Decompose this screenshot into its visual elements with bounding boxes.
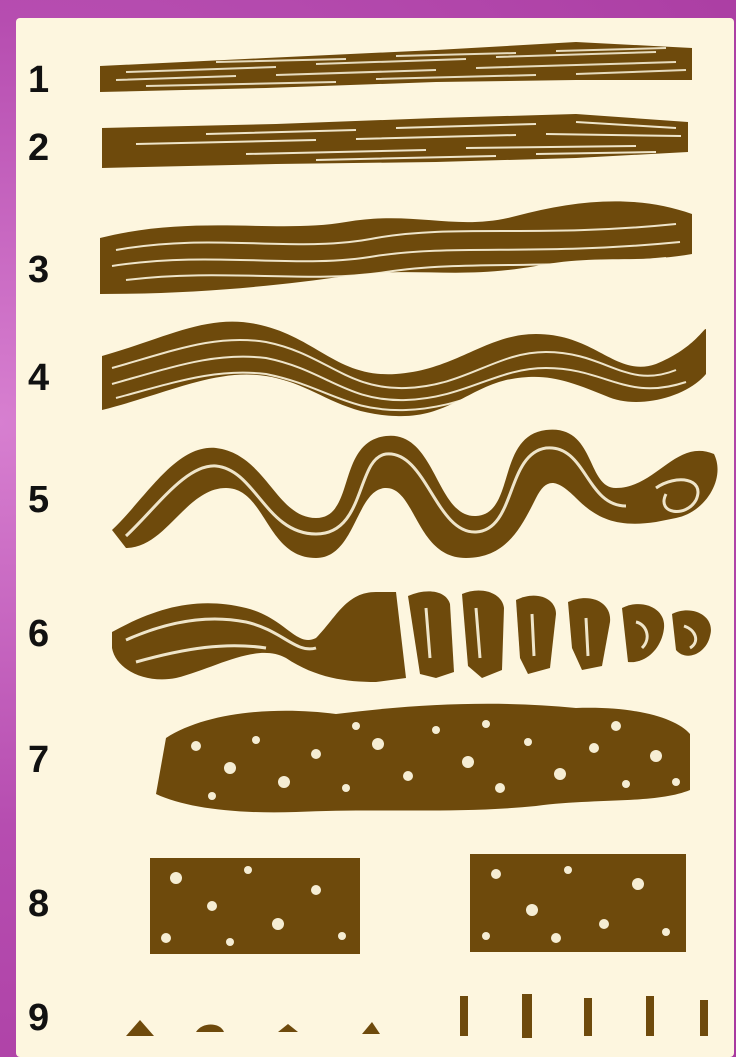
stage-9-piece [700, 1000, 708, 1036]
stage-9-piece [126, 1020, 154, 1036]
stage-9-piece [196, 1025, 224, 1033]
stage-9-piece [460, 996, 468, 1036]
stage-9-piece [522, 994, 532, 1038]
stage-9-piece [362, 1022, 380, 1034]
stage-9-piece [584, 998, 592, 1036]
stage-9-piece [646, 996, 654, 1036]
stage-9-small-pieces [16, 18, 734, 1057]
stage-9-piece [278, 1024, 298, 1032]
figure-panel: 1 2 3 [16, 18, 734, 1057]
